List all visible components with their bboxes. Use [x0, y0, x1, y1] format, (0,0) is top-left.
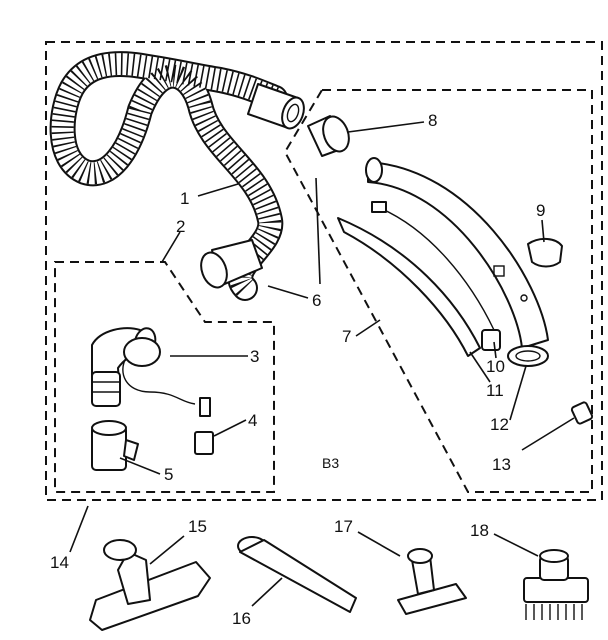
callout-4: 4 — [248, 411, 257, 430]
leader-10 — [493, 341, 497, 359]
crevice-tool-icon — [237, 536, 357, 613]
handle-icon — [365, 157, 549, 349]
hose-assembly-outline — [45, 41, 603, 501]
leader-11 — [469, 351, 491, 383]
leader-7 — [355, 319, 381, 337]
leader-14 — [69, 505, 89, 553]
callout-1: 1 — [180, 189, 189, 208]
callout-7: 7 — [342, 327, 351, 346]
callout-9: 9 — [536, 201, 545, 220]
callout-14: 14 — [50, 553, 69, 572]
plug-icon — [307, 115, 350, 157]
callout-13: 13 — [492, 455, 511, 474]
dusting-brush-icon — [523, 549, 589, 620]
leader-6a — [267, 285, 309, 299]
leader-4 — [213, 419, 247, 437]
callout-6: 6 — [312, 291, 321, 310]
cap-icon — [91, 420, 139, 471]
cord-kit-outline — [54, 261, 275, 493]
callout-15: 15 — [188, 517, 207, 536]
callout-11: 11 — [486, 381, 504, 400]
leader-2 — [161, 231, 181, 263]
callout-2: 2 — [176, 217, 185, 236]
floor-tool-icon — [89, 539, 211, 631]
clip-icon — [194, 397, 214, 455]
leader-12 — [509, 365, 527, 421]
callout-12: 12 — [490, 415, 509, 434]
handle-assembly-outline — [283, 89, 593, 493]
leader-lines — [69, 121, 575, 607]
callout-10: 10 — [486, 357, 505, 376]
hose-icon — [49, 51, 288, 301]
clamp-icon — [507, 345, 549, 367]
leader-18 — [493, 533, 539, 557]
callout-8: 8 — [428, 111, 437, 130]
hose-end-cuff-icon — [200, 239, 263, 289]
small-clip-icon — [570, 401, 594, 425]
hose-cuff-icon — [247, 83, 305, 130]
cord-icon — [122, 337, 196, 405]
callout-17: 17 — [334, 517, 353, 536]
callout-16: 16 — [232, 609, 251, 628]
callout-18: 18 — [470, 521, 489, 540]
leader-5 — [119, 457, 161, 475]
leader-9 — [541, 219, 545, 243]
wire-assembly-icon — [337, 201, 501, 357]
leader-16 — [251, 577, 283, 607]
leader-15 — [149, 535, 185, 565]
leader-13 — [521, 417, 575, 451]
leader-6b — [315, 177, 321, 285]
leader-8 — [347, 121, 425, 133]
latch-icon — [527, 238, 563, 268]
upholstery-tool-icon — [397, 548, 467, 615]
leader-17 — [357, 531, 401, 557]
section-label: B3 — [322, 455, 339, 471]
callout-5: 5 — [164, 465, 173, 484]
callout-3: 3 — [250, 347, 259, 366]
leader-1 — [197, 183, 239, 197]
